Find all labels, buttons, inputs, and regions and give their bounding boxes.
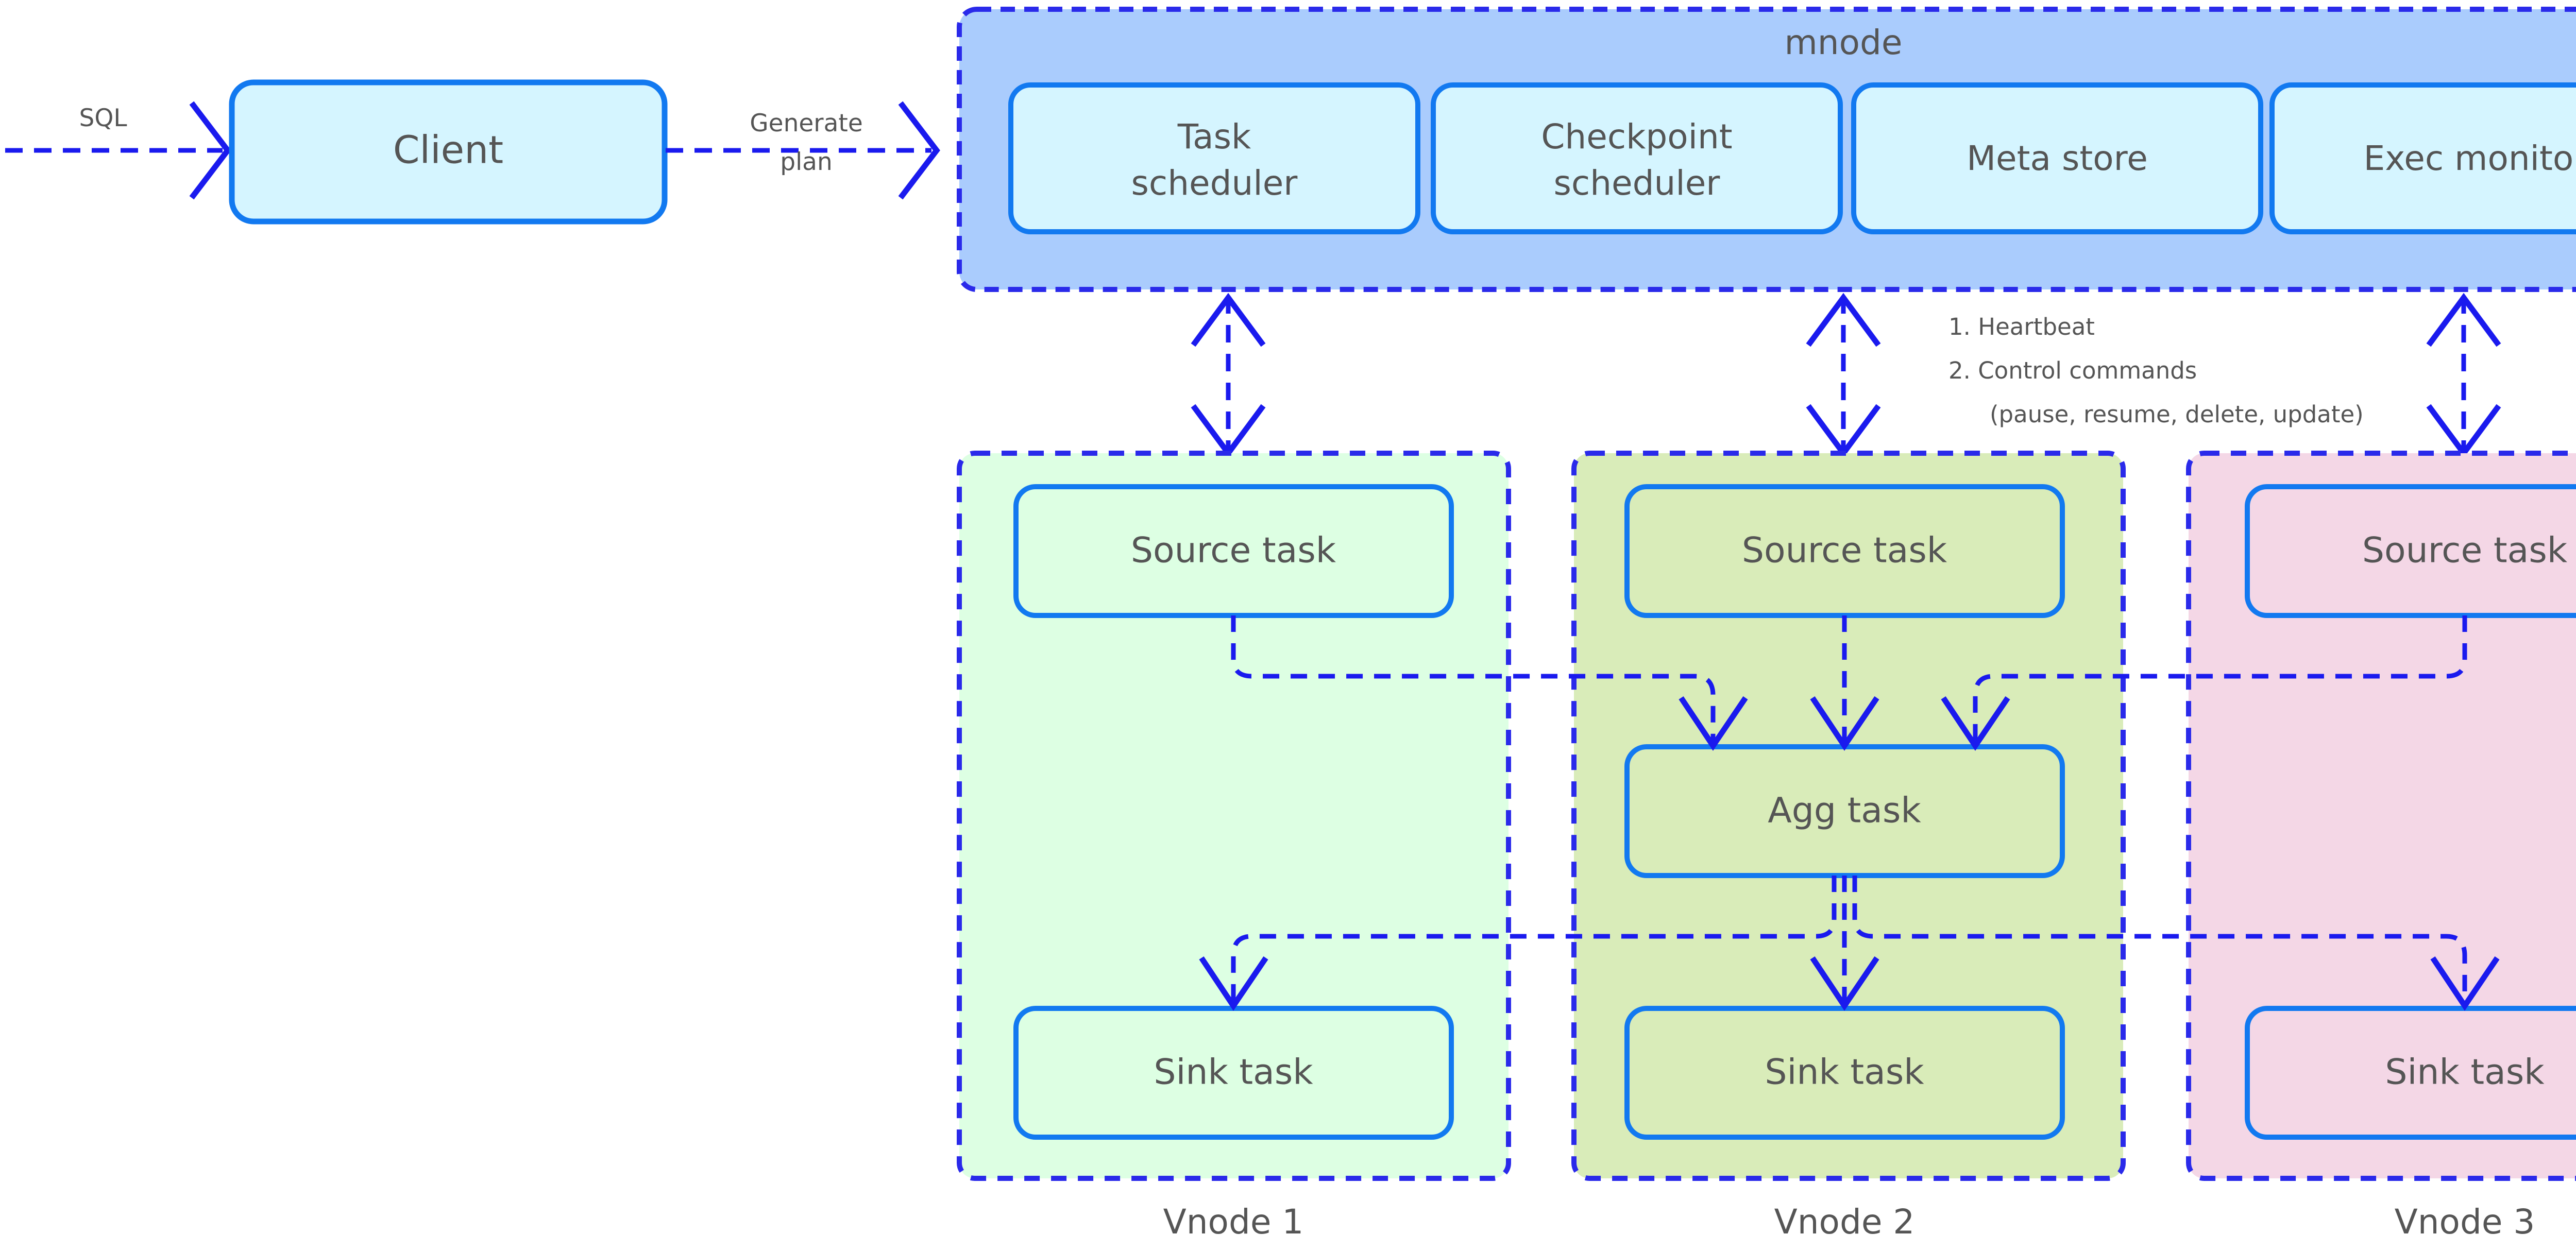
vnode-3-label: Vnode 3 bbox=[2395, 1202, 2535, 1242]
annotation-line-3: (pause, resume, delete, update) bbox=[1990, 401, 2364, 428]
mnode-vnode3-link bbox=[2426, 293, 2501, 458]
generate-plan-label-line1: Generate bbox=[750, 109, 863, 138]
client-node[interactable]: Client bbox=[229, 79, 668, 225]
mnode-card-checkpoint-scheduler[interactable]: Checkpoint scheduler bbox=[1431, 82, 1843, 234]
mnode-card-task-scheduler[interactable]: Task scheduler bbox=[1008, 82, 1420, 234]
agg-to-sink2-edge bbox=[1810, 876, 1879, 1011]
annotation-line-2: 2. Control commands bbox=[1948, 357, 2197, 384]
mnode-vnode1-link bbox=[1191, 293, 1266, 458]
checkpoint-scheduler-line1: Checkpoint bbox=[1541, 117, 1732, 157]
sql-arrow bbox=[5, 101, 231, 200]
agg-to-sink3-edge bbox=[1852, 876, 2500, 1011]
task-scheduler-line1: Task bbox=[1177, 117, 1251, 157]
vnode-3-container[interactable]: Source task Sink task bbox=[2186, 451, 2576, 1181]
mnode-title: mnode bbox=[1784, 23, 1902, 62]
exec-monitor-label: Exec monitor bbox=[2364, 139, 2576, 178]
annotation-line-1: 1. Heartbeat bbox=[1948, 313, 2095, 340]
client-label: Client bbox=[393, 128, 503, 173]
checkpoint-scheduler-line2: scheduler bbox=[1554, 163, 1721, 203]
generate-plan-label-line2: plan bbox=[780, 148, 832, 176]
control-annotation: 1. Heartbeat 2. Control commands (pause,… bbox=[1948, 313, 2364, 428]
vnode-1-source-task[interactable]: Source task bbox=[1013, 484, 1454, 618]
vnode-2-agg-task-label: Agg task bbox=[1768, 791, 1921, 831]
vnode-2-sink-task[interactable]: Sink task bbox=[1624, 1006, 2065, 1140]
vnode-2-sink-task-label: Sink task bbox=[1765, 1052, 1924, 1093]
source1-to-agg-edge bbox=[1231, 615, 1748, 751]
source3-to-agg-edge bbox=[1941, 615, 2467, 751]
task-scheduler-line2: scheduler bbox=[1131, 163, 1298, 203]
source2-to-agg-edge bbox=[1810, 615, 1879, 751]
vnode-3-source-task-label: Source task bbox=[2362, 530, 2568, 571]
agg-to-sink1-edge bbox=[1199, 876, 1837, 1011]
vnode-2-label: Vnode 2 bbox=[1774, 1202, 1915, 1242]
sql-label: SQL bbox=[79, 104, 127, 132]
mnode-card-meta-store[interactable]: Meta store bbox=[1851, 82, 2263, 234]
mnode-vnode2-link bbox=[1806, 293, 1881, 458]
vnode-1-container[interactable]: Source task Sink task bbox=[957, 451, 1511, 1181]
vnode-1-source-task-label: Source task bbox=[1131, 530, 1336, 571]
meta-store-label: Meta store bbox=[1967, 139, 2148, 178]
mnode-card-exec-monitor[interactable]: Exec monitor bbox=[2269, 82, 2576, 234]
vnode-1-sink-task-label: Sink task bbox=[1154, 1052, 1313, 1093]
generate-plan-arrow bbox=[666, 101, 940, 200]
vnode-2-source-task-label: Source task bbox=[1742, 530, 1947, 571]
vnode-2-container[interactable]: Source task Agg task Sink task bbox=[1571, 451, 2126, 1181]
vnode-3-sink-task-label: Sink task bbox=[2385, 1052, 2545, 1093]
vnode-1-label: Vnode 1 bbox=[1163, 1202, 1304, 1242]
mnode-container[interactable]: mnode Task scheduler Checkpoint schedule… bbox=[957, 7, 2576, 292]
